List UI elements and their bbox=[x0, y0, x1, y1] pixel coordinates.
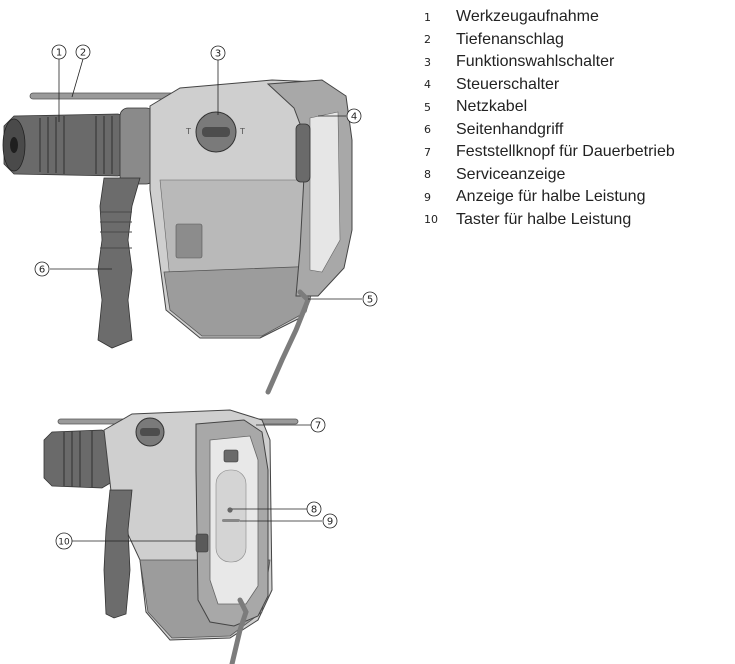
lock-button bbox=[223, 449, 239, 463]
legend-label: Netzkabel bbox=[456, 98, 528, 116]
callout-numbers-bottom: 7 8 9 10 bbox=[58, 421, 333, 548]
callout-circles-bottom bbox=[55, 417, 338, 550]
legend-number: 2 bbox=[424, 33, 431, 47]
legend-number: 3 bbox=[424, 55, 431, 69]
callout-9: 9 bbox=[327, 517, 333, 528]
legend-number: 7 bbox=[424, 145, 431, 159]
callout-2: 2 bbox=[80, 48, 86, 59]
legend-item: 10 Taster für halbe Leistung bbox=[424, 209, 675, 232]
side-handle bbox=[97, 177, 141, 349]
legend-item: 7 Feststellknopf für Dauerbetrieb bbox=[424, 141, 675, 164]
legend-item: 9 Anzeige für halbe Leistung bbox=[424, 186, 675, 209]
svg-text:T: T bbox=[239, 127, 245, 136]
legend-item: 6 Seitenhandgriff bbox=[424, 119, 675, 142]
legend-number: 4 bbox=[424, 78, 431, 92]
legend-item: 2 Tiefenanschlag bbox=[424, 29, 675, 52]
legend-number: 1 bbox=[424, 10, 431, 24]
service-indicator bbox=[227, 507, 233, 513]
legend-number: 6 bbox=[424, 123, 431, 137]
control-switch bbox=[295, 123, 311, 183]
legend-label: Feststellknopf für Dauerbetrieb bbox=[456, 143, 675, 161]
legend-number: 8 bbox=[424, 168, 431, 182]
callout-6: 6 bbox=[39, 265, 45, 276]
legend-label: Steuerschalter bbox=[456, 75, 560, 93]
callout-5: 5 bbox=[367, 295, 373, 306]
legend-number: 10 bbox=[424, 213, 438, 227]
legend-label: Funktionswahlschalter bbox=[456, 53, 615, 71]
callout-1: 1 bbox=[56, 48, 62, 59]
callout-lines-top bbox=[50, 58, 362, 300]
half-power-button bbox=[195, 533, 209, 553]
callout-4: 4 bbox=[351, 112, 357, 123]
callout-7: 7 bbox=[315, 421, 321, 432]
callout-10: 10 bbox=[58, 538, 70, 548]
legend-item: 1 Werkzeugaufnahme bbox=[424, 6, 675, 29]
legend-item: 4 Steuerschalter bbox=[424, 74, 675, 97]
legend-item: 5 Netzkabel bbox=[424, 96, 675, 119]
legend-number: 9 bbox=[424, 190, 431, 204]
power-cable bbox=[265, 289, 311, 395]
legend-label: Taster für halbe Leistung bbox=[456, 210, 632, 228]
legend-label: Serviceanzeige bbox=[456, 165, 566, 183]
legend-label: Werkzeugaufnahme bbox=[456, 8, 599, 26]
svg-text:T: T bbox=[185, 127, 191, 136]
drill-side-view: T T 1 2 3 4 bbox=[2, 44, 378, 395]
callout-circles-top bbox=[34, 44, 378, 307]
legend-item: 3 Funktionswahlschalter bbox=[424, 51, 675, 74]
legend-number: 5 bbox=[424, 100, 431, 114]
legend-item: 8 Serviceanzeige bbox=[424, 164, 675, 187]
callout-lines-bottom bbox=[72, 424, 322, 542]
callout-3: 3 bbox=[215, 49, 221, 60]
half-power-indicator bbox=[222, 519, 240, 522]
legend-label: Tiefenanschlag bbox=[456, 30, 564, 48]
callout-numbers-top: 1 2 3 4 5 6 bbox=[39, 48, 373, 306]
drill-rear-view: 7 8 9 10 bbox=[43, 409, 338, 664]
parts-legend: 1 Werkzeugaufnahme 2 Tiefenanschlag 3 Funkt… bbox=[424, 6, 675, 231]
legend-label: Seitenhandgriff bbox=[456, 120, 564, 138]
callout-8: 8 bbox=[311, 505, 317, 516]
legend-label: Anzeige für halbe Leistung bbox=[456, 188, 646, 206]
